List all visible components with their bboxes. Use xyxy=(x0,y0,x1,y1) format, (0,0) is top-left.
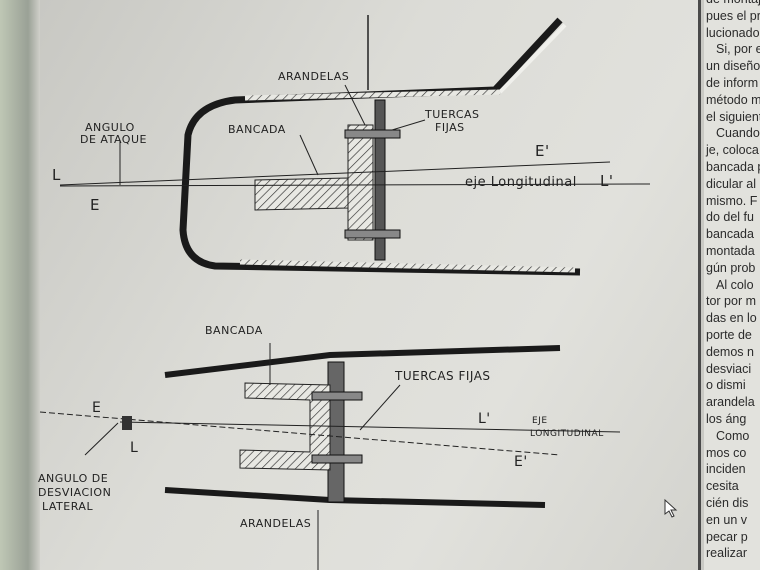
text-line: montada xyxy=(706,244,755,258)
label-e-bottom: E xyxy=(92,400,101,416)
text-line: Como xyxy=(716,428,750,443)
text-line: inciden xyxy=(706,462,746,477)
text-line: pues el pro xyxy=(706,8,760,23)
text-line: gún prob xyxy=(706,260,756,275)
axis-e xyxy=(59,161,611,186)
text-column: de montaje pues el pro lucionado. Si, por e… xyxy=(704,0,760,570)
mouse-cursor-icon xyxy=(664,498,678,518)
text-line: cesita xyxy=(706,479,739,494)
label-arandelas-top: ARANDELAS xyxy=(278,70,349,83)
column-divider xyxy=(698,0,701,570)
label-angulo-desviacion-1: ANGULO DE xyxy=(38,472,108,485)
text-line: o dismi xyxy=(706,378,746,393)
text-line: los áng xyxy=(706,412,747,426)
label-l-bottom: L xyxy=(130,440,138,456)
side-view-fuselage xyxy=(39,343,621,570)
text-line: de montaje xyxy=(706,0,760,6)
text-line: bancada xyxy=(706,227,754,242)
label-l-prime-bottom: L' xyxy=(478,411,491,427)
text-line: do del fu xyxy=(706,210,754,225)
text-line: realizar xyxy=(706,546,747,561)
text-line: el siguient xyxy=(706,109,760,124)
bolt-top xyxy=(344,129,401,139)
firewall xyxy=(374,99,386,261)
text-line: dicular al xyxy=(706,176,757,191)
label-eje-bottom-1: EJE xyxy=(532,416,548,426)
text-line: cién dis xyxy=(706,496,749,510)
text-line: un diseño xyxy=(706,59,760,74)
label-l-top: L xyxy=(52,166,61,184)
label-e-prime-bottom: E' xyxy=(514,454,528,470)
text-line: arandela xyxy=(706,395,755,410)
label-tuercas-bottom: TUERCAS FIJAS xyxy=(394,369,491,383)
engine-mount-diagram: ARANDELAS TUERCAS FIJAS ANGULO DE ATAQUE… xyxy=(38,15,678,570)
text-line: mos co xyxy=(706,445,747,460)
text-line: demos n xyxy=(706,344,754,359)
label-angulo-ataque-1: ANGULO xyxy=(85,121,135,134)
text-line: porte de xyxy=(706,328,752,342)
text-line: Si, por e xyxy=(716,42,760,57)
text-line: tor por m xyxy=(706,294,757,309)
label-eje-bottom-2: LONGITUDINAL xyxy=(530,429,604,439)
label-e-top: E xyxy=(90,196,100,214)
bolt-bottom xyxy=(344,229,401,239)
label-angulo-desviacion-3: LATERAL xyxy=(42,500,93,513)
text-line: Cuando xyxy=(716,126,760,141)
label-eje-top: eje Longitudinal xyxy=(465,175,577,190)
text-line: pecar p xyxy=(706,529,748,544)
monitor-bezel xyxy=(0,0,40,570)
text-line: lucionado. xyxy=(706,25,760,40)
label-tuercas-top-2: FIJAS xyxy=(435,121,465,134)
label-arandelas-bottom: ARANDELAS xyxy=(240,517,311,530)
label-bancada-top: BANCADA xyxy=(228,123,286,136)
text-line: Al colo xyxy=(716,277,754,292)
label-tuercas-top-1: TUERCAS xyxy=(424,108,480,121)
text-line: das en lo xyxy=(706,311,757,326)
bancada-arm xyxy=(254,177,349,211)
text-line: en un v xyxy=(706,512,748,527)
text-line: mismo. F xyxy=(706,193,758,208)
label-angulo-ataque-2: DE ATAQUE xyxy=(80,133,147,146)
text-line: desviaci xyxy=(706,361,752,376)
text-line: método m xyxy=(706,92,760,107)
text-line: de inform xyxy=(706,76,759,90)
label-e-prime-top: E' xyxy=(535,142,550,160)
bancada-plate xyxy=(347,124,374,241)
text-line: je, coloca xyxy=(706,143,759,158)
text-line: bancada p xyxy=(706,160,760,174)
axis-l xyxy=(59,183,651,187)
label-bancada-bottom: BANCADA xyxy=(205,324,263,337)
top-view-fuselage xyxy=(59,15,651,276)
label-l-prime-top: L' xyxy=(600,172,613,190)
label-angulo-desviacion-2: DESVIACION xyxy=(38,486,111,499)
